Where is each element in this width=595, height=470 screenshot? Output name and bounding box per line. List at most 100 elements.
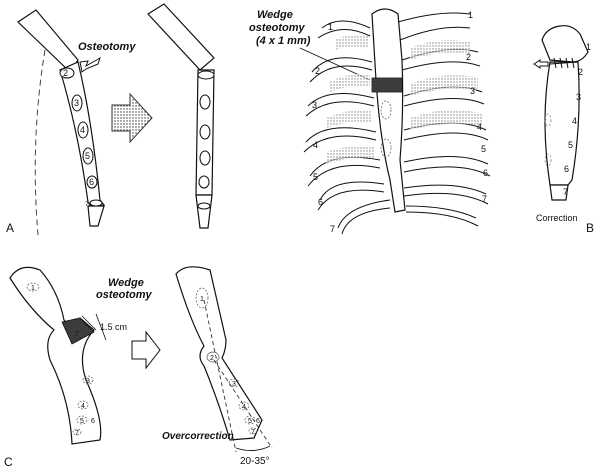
right-rib-number: 4 xyxy=(477,122,482,132)
panel-letter-a: A xyxy=(6,221,14,235)
left-rib-number: 7 xyxy=(330,224,335,234)
wedge-cut-mark xyxy=(371,77,403,93)
xiphoid-after xyxy=(195,194,213,229)
left-rib-number: 2 xyxy=(315,66,320,76)
segment-number: 6 xyxy=(91,418,95,425)
segment-ellipse xyxy=(77,400,89,410)
segment-ellipse xyxy=(86,175,98,189)
panel-b-dashes xyxy=(544,113,552,167)
segment-number: 1 xyxy=(586,42,591,52)
manubrium-after xyxy=(147,3,215,71)
left-rib-number: 1 xyxy=(328,22,333,32)
segment-number: 5 xyxy=(85,151,90,161)
left-ribs xyxy=(303,20,391,235)
manubrium-before xyxy=(17,9,79,73)
segment-ellipse xyxy=(72,428,82,436)
panel-c: 1 2 3 4 5 6 7 1.5 cm Wedge osteotomy 1 2… xyxy=(4,266,273,469)
panel-letter-c: C xyxy=(4,455,13,469)
panel-a-after xyxy=(147,3,215,229)
midline-dashed xyxy=(34,49,46,236)
segment-ellipse xyxy=(26,282,40,292)
xiphoid-before xyxy=(87,205,105,227)
sternum-segment xyxy=(380,100,392,120)
segment-ellipse xyxy=(199,150,211,166)
segment-ellipse xyxy=(244,415,256,425)
segment-number: 7 xyxy=(85,201,89,208)
segment-ellipse xyxy=(199,124,211,140)
segment-ellipse xyxy=(89,199,103,207)
segment-number: 2 xyxy=(75,331,79,338)
segment-number: 3 xyxy=(74,98,79,108)
transition-arrow xyxy=(111,92,153,144)
transition-arrow-c xyxy=(131,330,161,370)
segment-ellipse xyxy=(248,427,258,435)
segment-number: 7 xyxy=(251,429,255,436)
right-rib-number: 2 xyxy=(466,52,471,62)
rib-cage-panel: Wedge osteotomy (4 x 1 mm) xyxy=(249,8,491,235)
segment-ellipse xyxy=(198,175,210,189)
left-rib-number: 3 xyxy=(312,100,317,110)
segment-number: 3 xyxy=(232,381,236,388)
right-rib-number: 1 xyxy=(468,10,473,20)
segment-number: 4 xyxy=(242,404,246,411)
correction-caption: Correction xyxy=(536,213,578,223)
right-rib-number: 5 xyxy=(481,144,486,154)
panel-letter-b: B xyxy=(586,221,594,235)
segment-ellipse xyxy=(238,401,250,411)
right-rib-number: 6 xyxy=(483,168,488,178)
sternum-segment xyxy=(380,138,392,158)
axis-dashed xyxy=(213,359,273,449)
wedge-label-line2: osteotomy xyxy=(249,22,306,34)
segment-ellipse xyxy=(82,375,94,385)
right-rib-number: 7 xyxy=(482,194,487,204)
segment-ellipse xyxy=(71,94,83,112)
wedge-label-line1: Wedge xyxy=(257,9,293,21)
wedge-label-c-line1: Wedge xyxy=(108,277,144,289)
segment-number: 5 xyxy=(80,418,84,425)
correction-arrow-b xyxy=(533,59,549,69)
segment-number: 3 xyxy=(86,378,90,385)
left-rib-number: 6 xyxy=(318,197,323,207)
panel-b: 1 2 3 4 5 6 7 Correction B xyxy=(533,25,594,235)
panel-a: 2 3 4 5 6 7 Osteotomy A xyxy=(6,9,136,236)
left-rib-shading xyxy=(326,34,374,164)
segment-number: 6 xyxy=(256,418,260,425)
right-rib-number: 3 xyxy=(470,86,475,96)
segment-number: 1 xyxy=(31,285,35,292)
wedge-c xyxy=(61,317,95,345)
segment-number: 4 xyxy=(572,116,577,126)
angle-arc xyxy=(235,445,271,451)
segment-ellipse xyxy=(76,415,88,425)
wedge-label-c-line2: osteotomy xyxy=(96,289,153,301)
segment-number: 4 xyxy=(81,403,85,410)
wedge-label-line3: (4 x 1 mm) xyxy=(256,35,311,47)
suture-marks xyxy=(549,57,579,69)
sternum xyxy=(371,8,406,213)
xiphoid-b xyxy=(549,184,569,201)
segment-number: 2 xyxy=(578,67,583,77)
segment-number: 5 xyxy=(248,418,252,425)
measure-line xyxy=(95,313,107,341)
segment-ellipse xyxy=(206,351,220,363)
segment-ellipse xyxy=(77,121,89,139)
measure-line xyxy=(81,315,97,331)
segment-ellipse xyxy=(59,67,75,79)
segment-number: 1 xyxy=(200,296,204,303)
measure-label: 1.5 cm xyxy=(100,322,127,332)
segment-number: 5 xyxy=(568,140,573,150)
osteotomy-arrow xyxy=(79,56,101,73)
segment-number: 2 xyxy=(63,68,68,78)
segment-ellipse xyxy=(228,378,240,388)
segment-ellipse xyxy=(197,70,215,80)
segment-number: 6 xyxy=(564,164,569,174)
sternum-before-c xyxy=(9,266,102,445)
angle-label: 20-35° xyxy=(240,456,270,467)
segment-ellipse xyxy=(195,287,209,309)
segment-number: 2 xyxy=(210,355,214,362)
segment-ellipse xyxy=(82,147,94,165)
segment-number: 3 xyxy=(576,92,581,102)
segment-ellipse xyxy=(199,94,211,110)
manubrium-b xyxy=(541,25,589,63)
